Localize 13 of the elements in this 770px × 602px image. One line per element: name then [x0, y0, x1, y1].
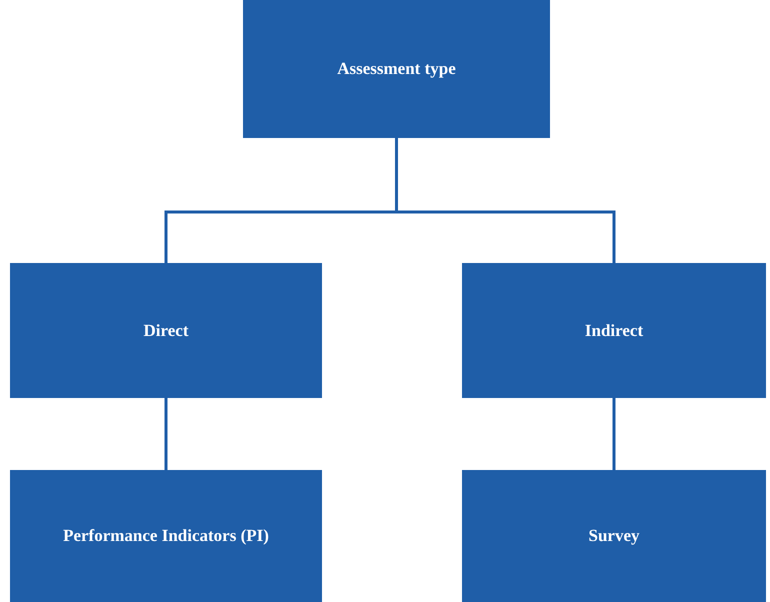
- category-box: [10, 263, 322, 398]
- box-label: Assessment type: [337, 58, 456, 80]
- box-label: Survey: [588, 525, 640, 547]
- box-label: Indirect: [584, 320, 644, 342]
- connector-line: [612, 398, 616, 470]
- category-box: [243, 0, 550, 138]
- category-box: [10, 470, 322, 602]
- connector-line: [164, 398, 168, 470]
- category-box: [462, 263, 766, 398]
- box-label: Performance Indicators (PI): [63, 525, 269, 547]
- connector-line: [395, 138, 616, 263]
- category-box: [462, 470, 766, 602]
- box-label: Direct: [144, 320, 188, 342]
